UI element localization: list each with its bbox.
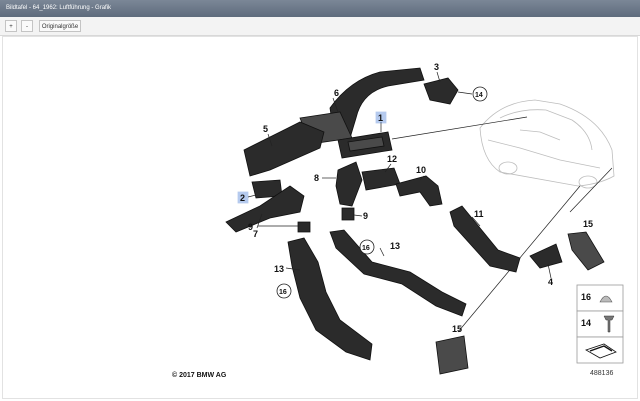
duct-part-8[interactable]: [335, 161, 363, 207]
zoom-out-button[interactable]: -: [21, 20, 33, 32]
callout-9-left[interactable]: 9: [248, 222, 253, 232]
legend-14-label: 14: [581, 318, 591, 328]
callout-labels: 6 3 14 1 5 12 10 8 2 9 9 7 11 16 13 15 1…: [237, 62, 593, 334]
callout-15-upper[interactable]: 15: [583, 219, 593, 229]
callout-16-right[interactable]: 16: [362, 245, 370, 252]
callout-1-highlight: [375, 111, 387, 124]
clip-part-9-left[interactable]: [297, 221, 311, 233]
callout-2[interactable]: 2: [240, 193, 245, 203]
callout-7[interactable]: 7: [253, 229, 258, 239]
callout-14[interactable]: 14: [475, 92, 483, 99]
callout-13-left[interactable]: 13: [274, 264, 284, 274]
copyright-text: © 2017 BMW AG: [172, 371, 227, 379]
callout-5[interactable]: 5: [263, 124, 268, 134]
car-outline: [479, 99, 615, 189]
callout-3[interactable]: 3: [434, 62, 439, 72]
duct-part-7[interactable]: [225, 185, 305, 233]
gasket-strip-icon: [589, 345, 613, 352]
screw-icon: [603, 315, 615, 333]
callout-15-lower[interactable]: 15: [452, 324, 462, 334]
duct-part-10[interactable]: [395, 175, 443, 207]
callout-11[interactable]: 11: [474, 209, 484, 219]
duct-part-11[interactable]: [449, 205, 521, 273]
callout-6[interactable]: 6: [334, 88, 339, 98]
legend-panel: 16 14: [576, 284, 624, 364]
legend-16-label: 16: [581, 292, 591, 302]
image-number: 488136: [590, 370, 613, 377]
vent-part-12[interactable]: [361, 167, 401, 191]
toolbar: + - Originalgröße: [0, 17, 640, 36]
callout-16-left-circle: [276, 283, 292, 299]
clip-icon: [599, 295, 613, 303]
diagram-frame: [2, 36, 638, 399]
grille-part-15-upper[interactable]: [567, 231, 605, 271]
callout-16-right-circle: [359, 239, 375, 255]
vent-part-1[interactable]: [337, 131, 393, 159]
callout-16-left[interactable]: 16: [279, 289, 287, 296]
original-size-button[interactable]: Originalgröße: [39, 20, 81, 32]
callout-14-circle: [472, 86, 488, 102]
callout-12[interactable]: 12: [387, 154, 397, 164]
zoom-in-button[interactable]: +: [5, 20, 17, 32]
gasket-icon: [585, 343, 617, 359]
window-title: Bildtafel - 64_1962: Luftführung - Grafi…: [6, 5, 112, 11]
duct-part-5[interactable]: [243, 121, 325, 177]
callout-2-highlight: [237, 191, 249, 204]
bracket-part-4[interactable]: [529, 243, 563, 269]
callout-10[interactable]: 10: [416, 165, 426, 175]
window-titlebar: Bildtafel - 64_1962: Luftführung - Grafi…: [0, 0, 640, 17]
duct-part-13-right[interactable]: [329, 229, 467, 317]
callout-4[interactable]: 4: [548, 277, 553, 287]
duct-part-13-left[interactable]: [287, 237, 373, 361]
callout-13-right[interactable]: 13: [390, 241, 400, 251]
legend-box-16[interactable]: [576, 284, 624, 312]
callout-1[interactable]: 1: [378, 113, 383, 123]
callout-9-right[interactable]: 9: [363, 211, 368, 221]
vent-part-3[interactable]: [423, 77, 459, 105]
clip-part-9-right[interactable]: [341, 207, 355, 221]
grille-part-15-lower[interactable]: [435, 335, 469, 375]
callout-8[interactable]: 8: [314, 173, 319, 183]
